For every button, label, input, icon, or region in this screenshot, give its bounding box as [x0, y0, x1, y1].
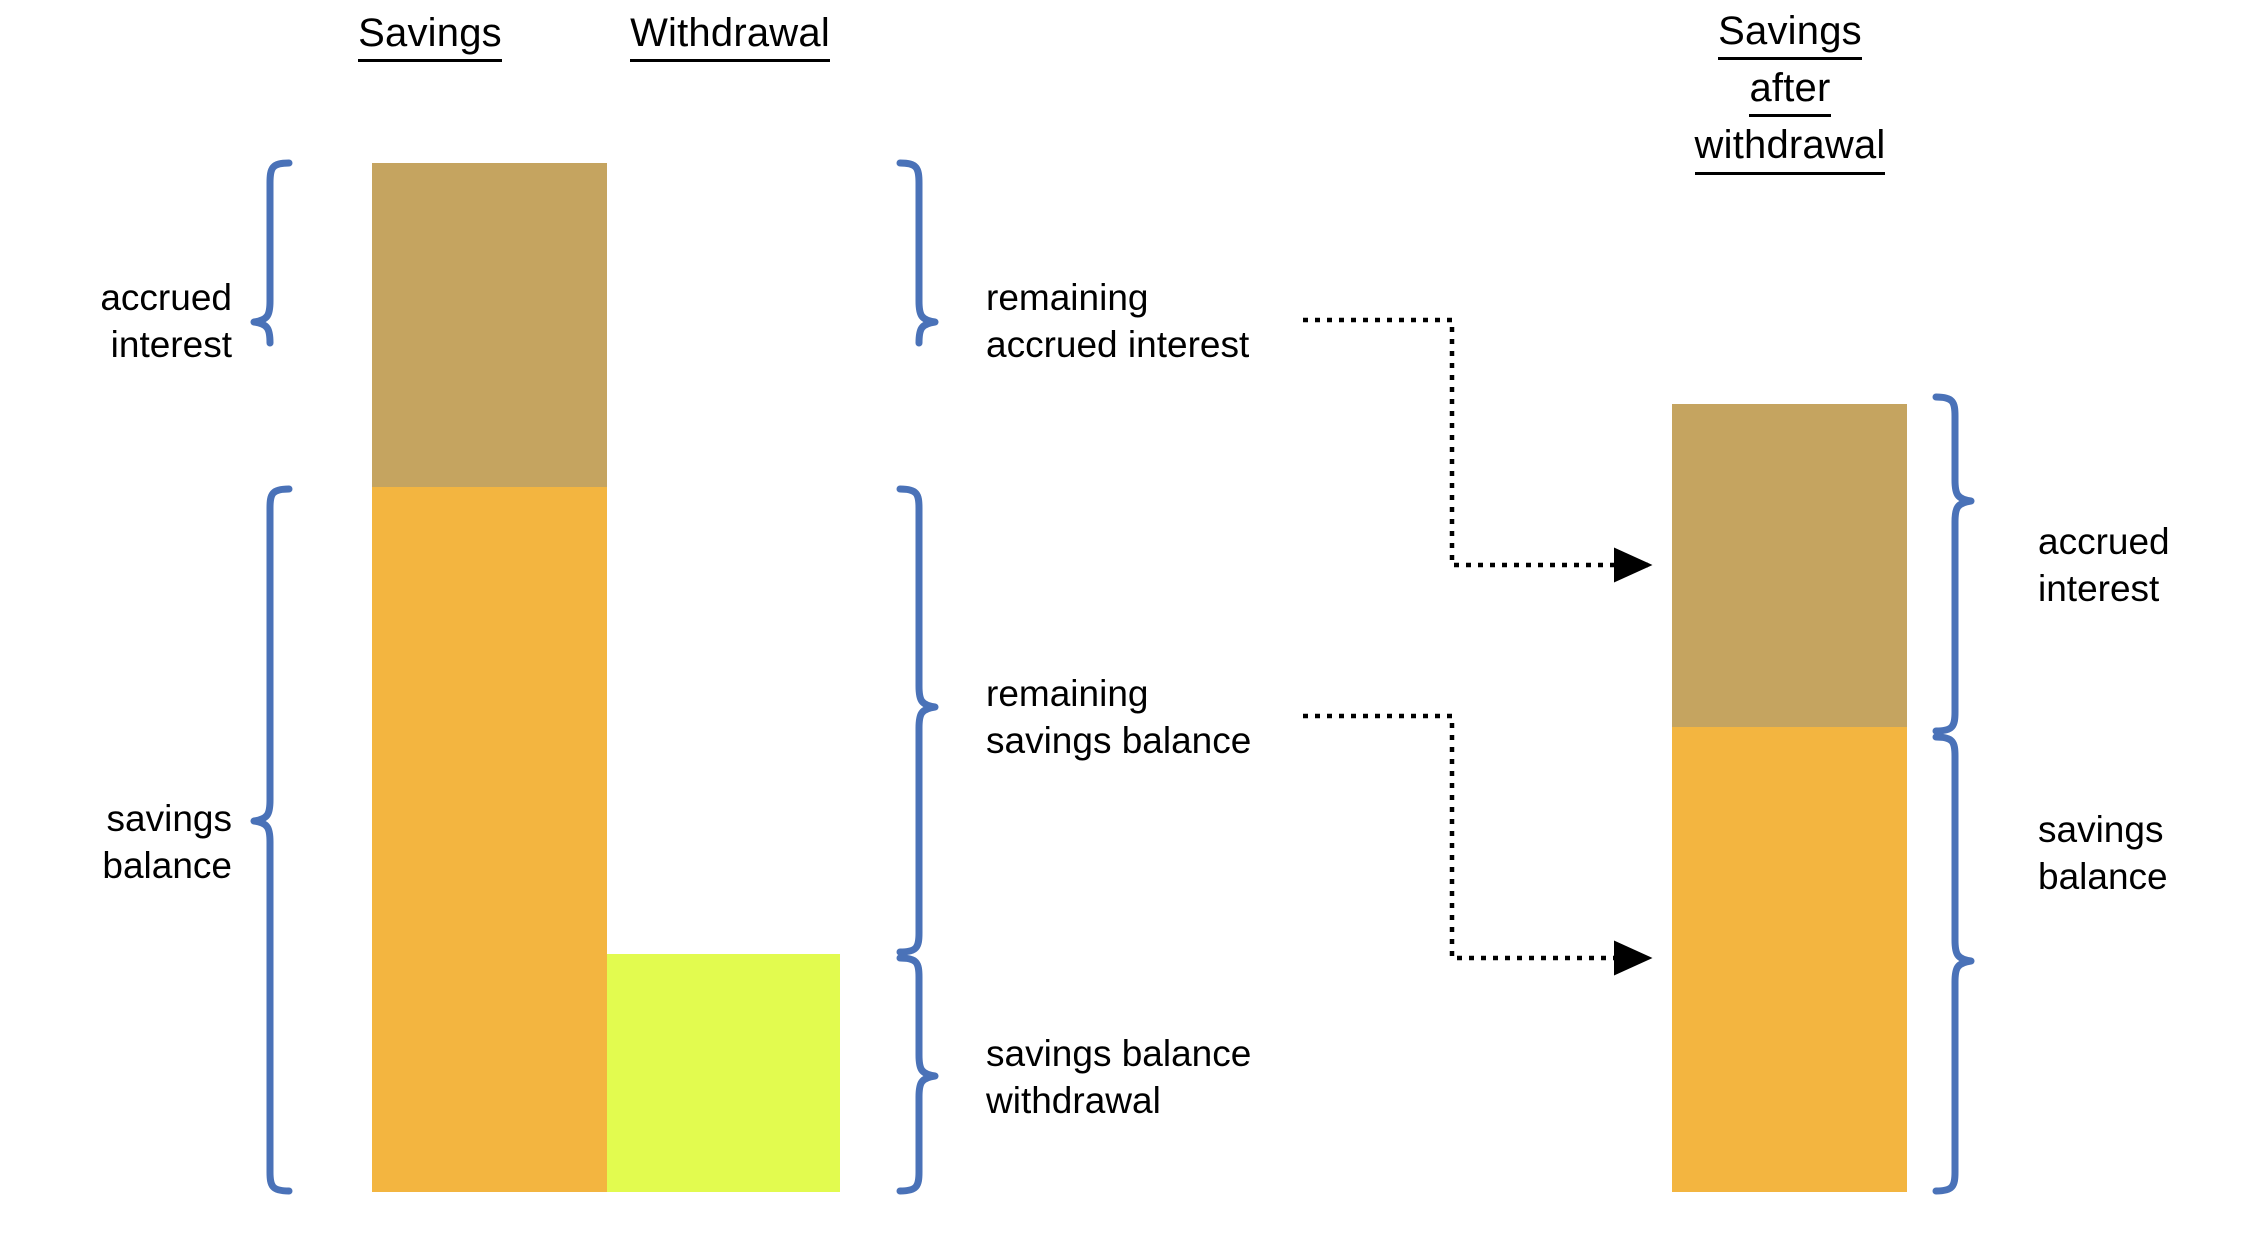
brace-middle-remaining-accrued-interest — [896, 159, 939, 347]
label-right-savings-balance: savings balance — [2038, 809, 2168, 898]
label-left-accrued-interest: accrued interest — [100, 277, 232, 366]
brace-right-accrued-interest — [1932, 393, 1975, 735]
bar-savings-savings-balance — [372, 487, 607, 1192]
column-header-savings-after-withdrawal: Savings after withdrawal — [1630, 8, 1950, 180]
label-middle-remaining-accrued-interest: remaining accrued interest — [986, 277, 1250, 366]
bar-after-savings-balance — [1672, 727, 1907, 1192]
column-header-savings-after-withdrawal-line1: Savings — [1718, 8, 1862, 61]
brace-middle-remaining-savings-balance — [896, 485, 939, 956]
brace-left-savings-balance — [250, 485, 293, 1195]
column-header-savings-label: Savings — [358, 10, 502, 63]
brace-right-savings-balance — [1932, 733, 1975, 1195]
label-left-savings-balance: savings balance — [102, 798, 232, 887]
column-header-savings: Savings — [300, 10, 560, 63]
column-header-withdrawal: Withdrawal — [570, 10, 890, 63]
bar-withdrawal — [607, 954, 840, 1192]
accrued-interest-arrow — [1303, 317, 1653, 583]
savings-balance-arrow — [1303, 713, 1653, 976]
brace-middle-savings-balance-withdrawal — [896, 954, 939, 1195]
label-right-accrued-interest: accrued interest — [2038, 521, 2170, 610]
column-header-savings-after-withdrawal-line2: after — [1749, 65, 1831, 118]
brace-left-accrued-interest — [250, 159, 293, 347]
column-header-savings-after-withdrawal-line3: withdrawal — [1694, 122, 1886, 175]
column-header-withdrawal-label: Withdrawal — [630, 10, 830, 63]
bar-after-accrued-interest — [1672, 404, 1907, 727]
label-middle-remaining-savings-balance: remaining savings balance — [986, 673, 1252, 762]
bar-savings-accrued-interest — [372, 163, 607, 487]
label-middle-savings-balance-withdrawal: savings balance withdrawal — [986, 1033, 1252, 1122]
